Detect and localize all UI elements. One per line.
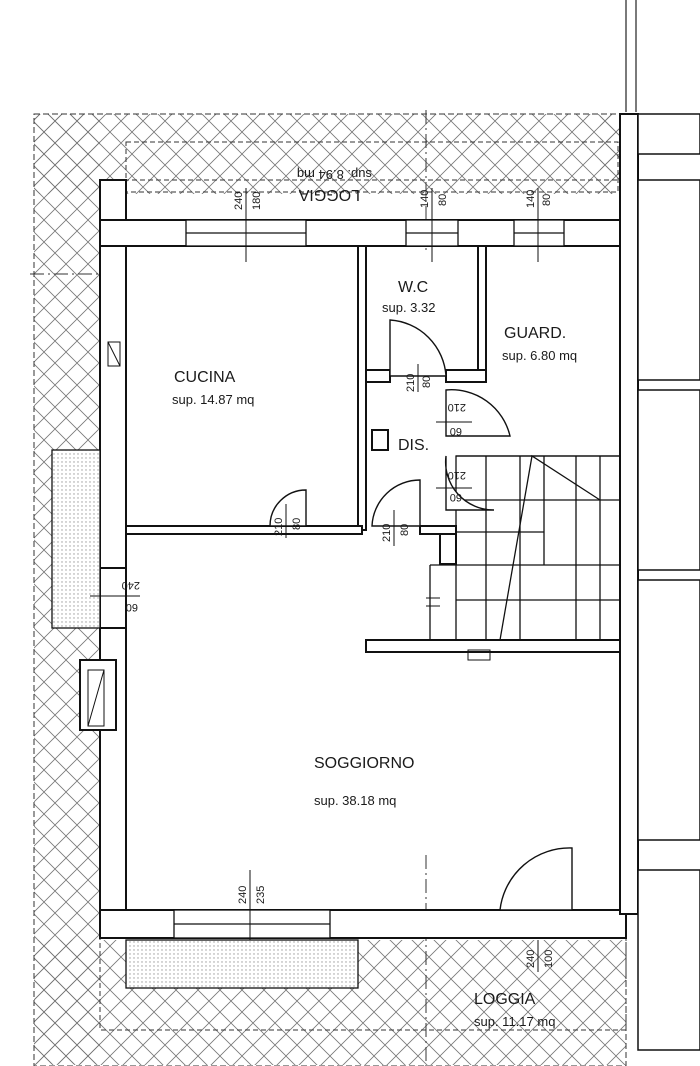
dim-guard-door-h: 210 <box>448 401 466 413</box>
room-name-loggia-bottom: LOGGIA <box>474 991 536 1008</box>
dim-cucina-win-h: 180 <box>251 192 263 210</box>
dim-south-win-w: 235 <box>255 886 267 904</box>
dim-guard-win-w: 140 <box>525 190 537 208</box>
room-name-cucina: CUCINA <box>174 369 236 386</box>
room-area-guard: sup. 6.80 mq <box>502 348 577 363</box>
dim-south-win-h: 240 <box>237 886 249 904</box>
room-area-loggia-bottom: sup. 11.17 mq <box>474 1014 555 1029</box>
terrace-hatching <box>34 114 626 1065</box>
room-name-soggiorno: SOGGIORNO <box>314 755 414 772</box>
dim-sogg-door-w: 80 <box>399 524 411 536</box>
room-area-wc: sup. 3.32 <box>382 300 436 315</box>
room-name-dis: DIS. <box>398 437 429 454</box>
svg-text:sup. 8.94 mq: sup. 8.94 mq <box>297 167 372 182</box>
room-area-cucina: sup. 14.87 mq <box>172 392 254 407</box>
right-building-edge <box>637 113 700 1051</box>
dim-wc-door-w: 80 <box>421 376 433 388</box>
dimension-labels: 240 180 140 80 140 80 210 80 210 60 210 … <box>122 190 555 968</box>
room-name-guard: GUARD. <box>504 325 566 342</box>
dim-guard-win-h: 80 <box>541 194 553 206</box>
dim-loggia-door-h: 240 <box>525 950 537 968</box>
dim-cucina-door-h: 210 <box>273 518 285 536</box>
dim-wc-win-h: 80 <box>437 194 449 206</box>
loggia-top-label: LOGGIA sup. 8.94 mq <box>297 167 372 203</box>
room-name-wc: W.C <box>398 279 428 296</box>
dimension-ticks <box>90 188 539 972</box>
staircase <box>429 454 621 661</box>
dim-loggia-door-w: 100 <box>543 950 555 968</box>
dim-guard-door-w: 60 <box>450 425 462 437</box>
dim-sogg-door-h: 210 <box>381 524 393 542</box>
dim-west-win-w: 240 <box>122 579 140 591</box>
room-area-soggiorno: sup. 38.18 mq <box>314 793 396 808</box>
svg-text:LOGGIA: LOGGIA <box>298 186 360 203</box>
dim-west-win-h: 60 <box>126 601 138 613</box>
dim-stair-door-w: 60 <box>450 491 462 503</box>
dim-cucina-door-w: 80 <box>291 518 303 530</box>
dim-wc-win-w: 140 <box>419 190 431 208</box>
dim-wc-door-h: 210 <box>405 374 417 392</box>
door-swings <box>269 319 573 911</box>
dim-stair-door-h: 210 <box>448 469 466 481</box>
top-right-edge-lines <box>625 0 637 112</box>
wall-symbols <box>87 341 440 727</box>
dim-cucina-win-w: 240 <box>233 192 245 210</box>
